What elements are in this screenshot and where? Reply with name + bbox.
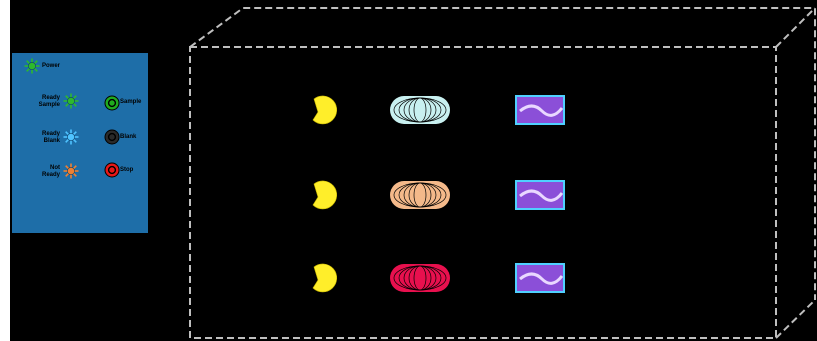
ready-blank-led-icon — [63, 129, 79, 145]
stop-button-label: Stop — [120, 167, 134, 173]
chamber-front-face — [189, 46, 777, 339]
blank-button[interactable] — [104, 129, 120, 145]
ready-sample-led-icon — [63, 93, 79, 109]
filter-cell — [515, 95, 565, 125]
chamber-top-right-edge — [775, 7, 816, 48]
sample-coil — [390, 181, 450, 209]
not-ready-led-icon — [63, 163, 79, 179]
control-panel — [12, 53, 148, 233]
chamber-back-edge — [189, 7, 816, 300]
chamber-bottom-right-edge — [775, 299, 816, 339]
power-label: Power — [42, 63, 61, 69]
optical-path — [312, 95, 565, 293]
lamp-icon — [312, 95, 338, 125]
sample-coil — [390, 96, 450, 124]
lamp-icon — [312, 263, 338, 293]
stop-button[interactable] — [104, 162, 120, 178]
sample-button-label: Sample — [120, 99, 142, 105]
sample-coil — [390, 264, 450, 292]
filter-cell — [515, 263, 565, 293]
filter-cell — [515, 180, 565, 210]
blank-button-label: Blank — [120, 134, 137, 140]
lamp-icon — [312, 180, 338, 210]
power-led-icon — [24, 58, 40, 74]
sample-button[interactable] — [104, 95, 120, 111]
